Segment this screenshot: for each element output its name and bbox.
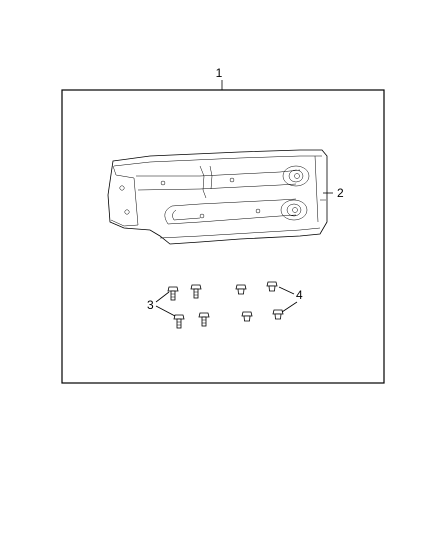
bolt — [173, 314, 185, 329]
skid-plate — [107, 149, 328, 245]
callout-4: 4 — [296, 288, 303, 302]
callout-3-leader-a — [155, 291, 170, 303]
callout-1: 1 — [216, 66, 223, 80]
callout-4-leader-b — [281, 301, 298, 313]
bolt — [198, 312, 210, 327]
callout-3-leader-b — [155, 305, 176, 317]
bolt — [167, 286, 179, 301]
nut — [241, 311, 253, 322]
nut — [235, 284, 247, 295]
kit-frame — [61, 89, 385, 384]
callout-2: 2 — [337, 186, 344, 200]
nut — [272, 309, 284, 320]
bolt — [190, 284, 202, 299]
callout-4-leader-a — [278, 286, 295, 295]
callout-3: 3 — [147, 298, 154, 312]
nut — [266, 281, 278, 292]
